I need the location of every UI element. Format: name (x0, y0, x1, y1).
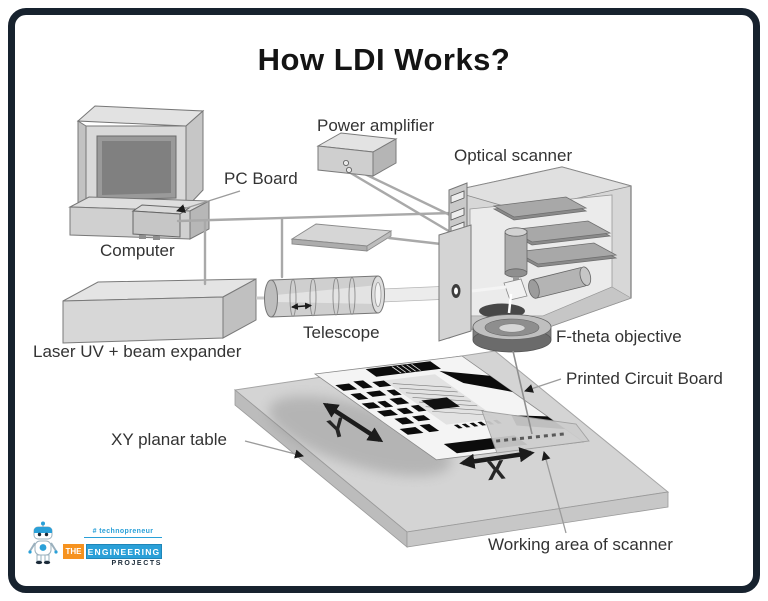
f-theta-objective-graphic (472, 314, 552, 353)
printed-circuit-board-label: Printed Circuit Board (566, 369, 723, 388)
power-amplifier-graphic (316, 132, 398, 177)
computer-label: Computer (100, 241, 175, 260)
working-area-panel (481, 410, 590, 454)
optical-scanner-graphic (438, 166, 632, 342)
y-axis-arrow (322, 402, 384, 443)
optical-scanner-label: Optical scanner (454, 146, 572, 165)
leader-lines (176, 190, 567, 534)
galvo-motor-vertical (504, 227, 528, 285)
logo-word-projects: PROJECTS (111, 560, 162, 567)
xy-planar-table-label: XY planar table (111, 430, 227, 449)
f-theta-objective-label: F-theta objective (556, 327, 682, 346)
x-axis-label: X (486, 455, 507, 487)
scanning-beam (512, 350, 533, 435)
mirror-plate-graphic (290, 223, 393, 252)
logo-word-engineering: ENGINEERING (86, 544, 162, 559)
page-title: How LDI Works? (257, 42, 511, 77)
pc-board-label: PC Board (224, 169, 298, 188)
laser-unit-label: Laser UV + beam expander (33, 342, 242, 361)
power-amplifier-label: Power amplifier (317, 116, 434, 135)
working-area-label: Working area of scanner (488, 535, 673, 554)
logo-tagline: # technopreneur (84, 528, 162, 538)
x-axis-arrow (459, 447, 535, 469)
laser-unit-graphic (62, 278, 257, 344)
logo-word-the: THE (63, 544, 84, 559)
pc-board-graphic (131, 204, 191, 240)
telescope-label: Telescope (303, 323, 380, 342)
robot-mascot-icon (28, 521, 58, 565)
galvo-motor-horizontal (528, 266, 592, 299)
telescope-graphic (264, 275, 385, 318)
